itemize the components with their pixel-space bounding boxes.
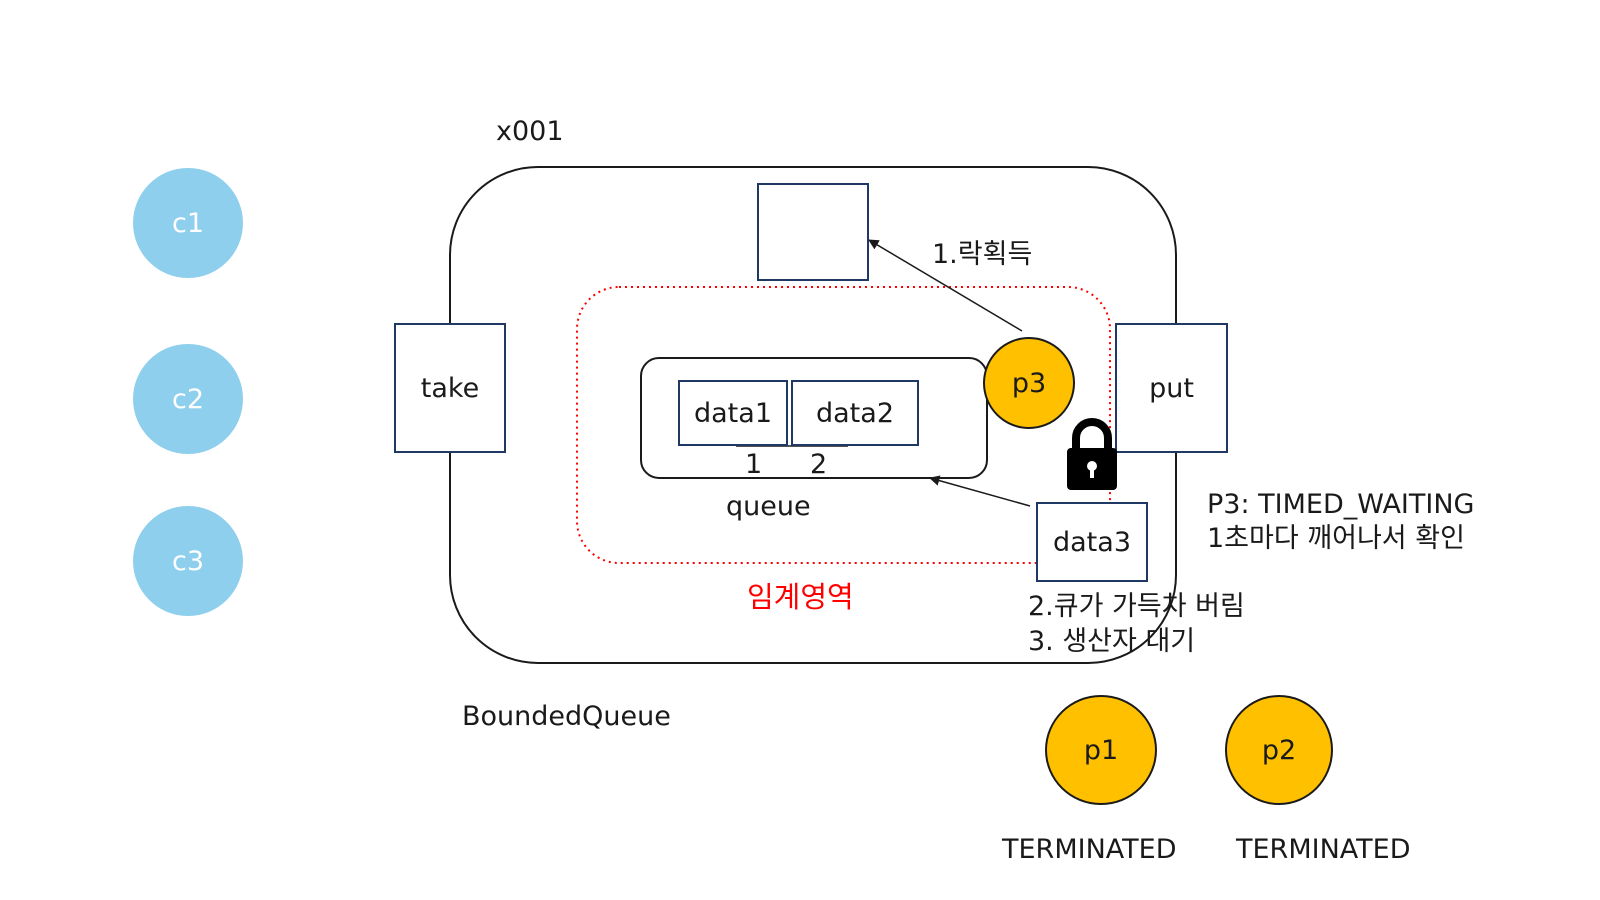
- p3-state-line1: P3: TIMED_WAITING: [1207, 489, 1475, 520]
- padlock-icon: [1067, 418, 1117, 490]
- producer-wait-step-label: 3. 생산자 대기: [1028, 626, 1196, 657]
- p2-state-label: TERMINATED: [1236, 834, 1411, 865]
- queue-label: queue: [726, 491, 811, 522]
- consumer-label: c1: [171, 207, 205, 239]
- put-method-box: put: [1115, 323, 1228, 453]
- consumer-c3: c3: [133, 506, 243, 616]
- producer-p1: p1: [1045, 695, 1157, 805]
- queue-slot-data1: data1: [678, 380, 788, 446]
- data3-box: data3: [1036, 502, 1148, 582]
- consumer-c2: c2: [133, 344, 243, 454]
- lock-slot-box: [757, 183, 869, 281]
- queue-slot-value: data2: [816, 397, 894, 429]
- lock-acquire-arrow: [868, 239, 1023, 332]
- take-method-box: take: [394, 323, 506, 453]
- critical-section-label: 임계영역: [747, 580, 854, 614]
- queue-full-step-label: 2.큐가 가득차 버림: [1028, 591, 1245, 622]
- object-id-label: x001: [496, 116, 564, 147]
- consumer-label: c3: [171, 545, 205, 577]
- data3-label: data3: [1053, 526, 1131, 558]
- lock-step-label: 1.락획득: [932, 239, 1033, 270]
- p3-state-line2: 1초마다 깨어나서 확인: [1207, 523, 1465, 554]
- queue-index-1: 1: [745, 449, 763, 480]
- queue-slot-value: data1: [694, 397, 772, 429]
- take-method-label: take: [420, 372, 480, 404]
- data3-to-queue-arrow: [928, 475, 1031, 507]
- put-method-label: put: [1149, 372, 1194, 404]
- critical-section-outline: [576, 286, 1111, 564]
- consumer-label: c2: [171, 383, 205, 415]
- p1-state-label: TERMINATED: [1002, 834, 1177, 865]
- producer-label: p2: [1261, 734, 1297, 766]
- queue-index-2: 2: [810, 449, 828, 480]
- queue-slot-data2: data2: [791, 380, 919, 446]
- producer-p2: p2: [1225, 695, 1333, 805]
- producer-p3: p3: [983, 337, 1075, 429]
- class-name-label: BoundedQueue: [462, 701, 671, 732]
- producer-label: p3: [1011, 367, 1047, 399]
- consumer-c1: c1: [133, 168, 243, 278]
- producer-label: p1: [1083, 734, 1119, 766]
